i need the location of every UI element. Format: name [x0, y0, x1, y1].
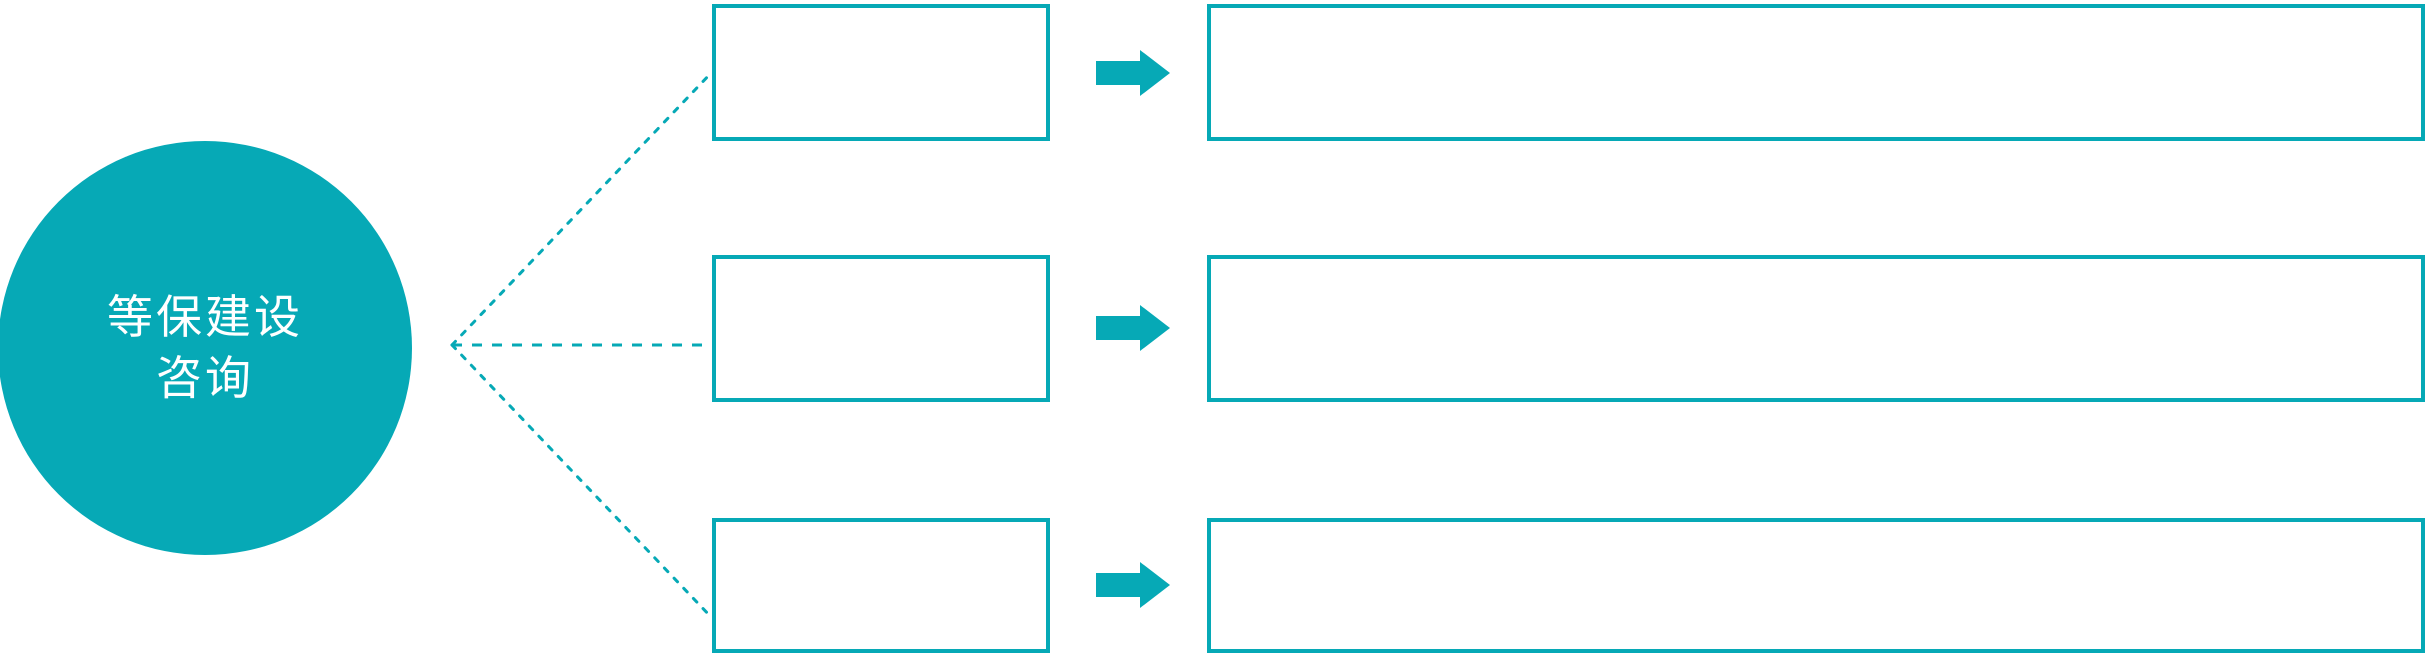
arrow-right-icon-3	[1096, 562, 1170, 608]
arrow-head-2	[1140, 305, 1170, 351]
detail-box-1[interactable]	[1207, 4, 2425, 141]
detail-box-2[interactable]	[1207, 255, 2425, 402]
arrow-shaft-1	[1096, 61, 1144, 85]
arrow-right-icon-2	[1096, 305, 1170, 351]
arrow-shaft-2	[1096, 316, 1144, 340]
arrow-shaft-3	[1096, 573, 1144, 597]
arrow-head-1	[1140, 50, 1170, 96]
label-box-3[interactable]	[712, 518, 1050, 653]
arrow-head-3	[1140, 562, 1170, 608]
label-box-2[interactable]	[712, 255, 1050, 402]
hub-circle[interactable]: 等保建设 咨询	[0, 141, 412, 555]
arrow-right-icon-1	[1096, 50, 1170, 96]
connector-line-top	[450, 70, 714, 347]
label-box-1[interactable]	[712, 4, 1050, 141]
detail-box-3[interactable]	[1207, 518, 2425, 653]
connector-line-bottom	[450, 343, 714, 620]
hub-title-line-1: 等保建设	[107, 291, 303, 344]
hub-title-line-2: 咨询	[156, 352, 254, 404]
